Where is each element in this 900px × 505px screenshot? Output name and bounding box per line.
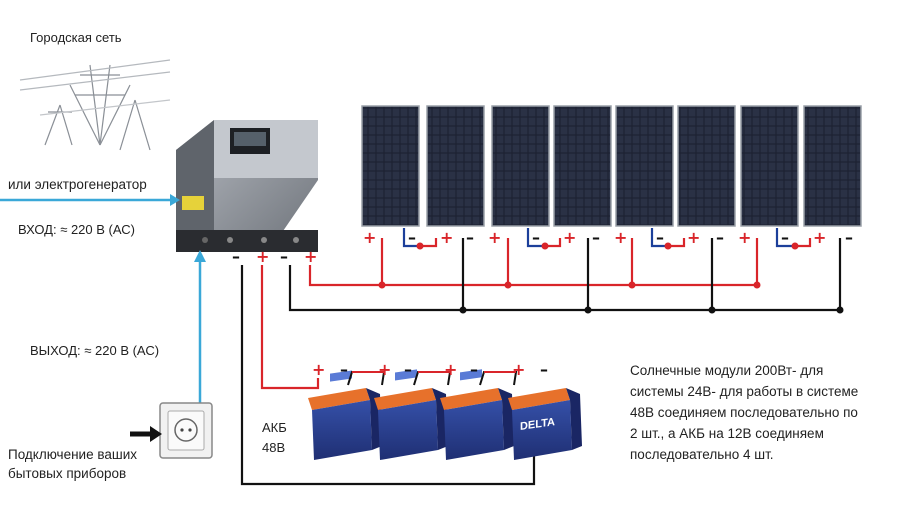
power-tower-icon	[19, 59, 171, 151]
terminal-minus: –	[408, 228, 416, 247]
terminal-minus: –	[540, 360, 548, 379]
battery	[374, 369, 448, 460]
connect-label-line1: Подключение ваших	[8, 447, 138, 462]
inverter	[176, 120, 318, 252]
terminal-minus: –	[466, 228, 474, 247]
terminal-plus: +	[687, 228, 700, 247]
terminal-minus: –	[656, 228, 664, 247]
terminal-minus: –	[404, 360, 412, 379]
terminal-plus: +	[512, 360, 525, 379]
connect-label-line2: бытовых приборов	[8, 466, 127, 481]
arrow-right-icon	[130, 426, 162, 442]
terminal-minus: –	[592, 228, 600, 247]
note-line: Солнечные модули 200Вт- для	[630, 363, 824, 378]
terminal-plus: +	[312, 360, 325, 379]
terminal-minus: –	[232, 247, 240, 266]
note-line: последовательно 4 шт.	[630, 447, 774, 462]
terminal-minus: –	[470, 360, 478, 379]
note-line: 2 шт., а АКБ на 12В соединяем	[630, 426, 824, 441]
output-label: ВЫХОД: ≈ 220 В (АС)	[30, 343, 160, 358]
battery	[440, 369, 514, 460]
akb-label-line2: 48В	[262, 440, 286, 455]
terminal-plus: +	[738, 228, 751, 247]
terminal-plus: +	[488, 228, 501, 247]
akb-label-line1: АКБ	[262, 420, 287, 435]
terminal-minus: –	[845, 228, 853, 247]
terminal-plus: +	[444, 360, 457, 379]
terminal-plus: +	[363, 228, 376, 247]
ac-input-arrow	[0, 194, 180, 206]
terminal-plus: +	[813, 228, 826, 247]
note-line: системы 24В- для работы в системе	[630, 384, 859, 399]
terminal-plus: +	[563, 228, 576, 247]
terminal-minus: –	[532, 228, 540, 247]
terminal-plus: +	[378, 360, 391, 379]
battery	[308, 370, 382, 460]
terminal-minus: –	[340, 360, 348, 379]
terminal-plus: +	[440, 228, 453, 247]
battery: DELTA	[508, 388, 582, 460]
ac-output-wire	[194, 250, 206, 405]
warning-sticker-icon	[182, 196, 204, 210]
terminal-plus: +	[304, 247, 317, 266]
terminal-minus: –	[280, 247, 288, 266]
note-line: 48В соединяем последовательно по	[630, 405, 858, 420]
generator-label: или электрогенератор	[8, 177, 147, 192]
terminal-minus: –	[781, 228, 789, 247]
city-grid-label: Городская сеть	[30, 30, 122, 45]
socket-icon	[159, 402, 213, 459]
terminal-plus: +	[614, 228, 627, 247]
solar-note: Солнечные модули 200Вт- для системы 24В-…	[630, 360, 900, 465]
battery-brand: DELTA	[520, 416, 555, 433]
terminal-minus: –	[716, 228, 724, 247]
solar-panel	[361, 105, 862, 227]
input-label: ВХОД: ≈ 220 В (АС)	[18, 222, 135, 237]
terminal-plus: +	[256, 247, 269, 266]
